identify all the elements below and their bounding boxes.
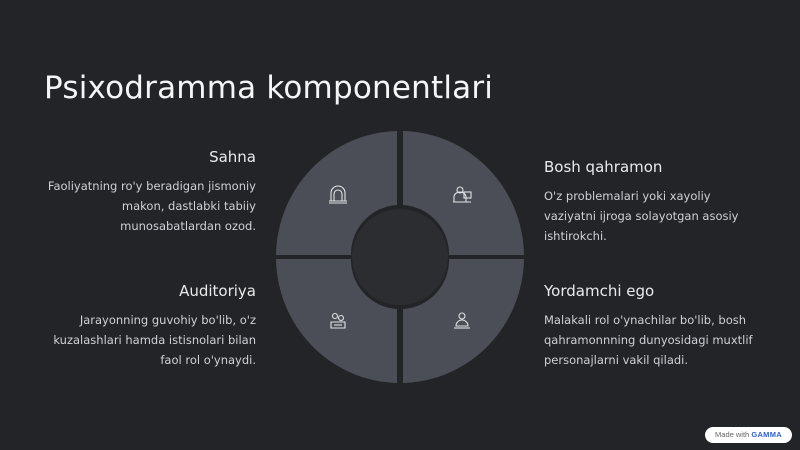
wheel-segment-yordamchi: [403, 259, 524, 383]
sahna-description: Faoliyatning ro'y beradigan jismoniy mak…: [47, 179, 256, 233]
auditoriya-heading: Auditoriya: [179, 282, 256, 300]
wheel-center: [352, 209, 448, 305]
auditoriya-block: Auditoriya Jarayonning guvohiy bo'lib, o…: [36, 282, 256, 370]
wheel-segment-sahna: [276, 131, 397, 255]
page-title: Psixodramma komponentlari: [44, 70, 494, 106]
person-laptop-icon: [453, 186, 472, 203]
helper-icon: [454, 312, 470, 329]
components-wheel-diagram: [276, 131, 524, 383]
stage-icon: [329, 185, 347, 204]
bosh-qahramon-description: O'z problemalari yoki xayoliy vaziyatni …: [544, 189, 739, 243]
badge-prefix: Made with: [715, 430, 752, 439]
auditoriya-description: Jarayonning guvohiy bo'lib, o'z kuzalash…: [53, 313, 256, 367]
wheel-segment-auditoriya: [276, 259, 397, 383]
made-with-gamma-badge[interactable]: Made with GAMMA: [705, 427, 792, 443]
yordamchi-ego-description: Malakali rol o'ynachilar bo'lib, bosh qa…: [544, 313, 753, 367]
sahna-heading: Sahna: [209, 148, 256, 166]
yordamchi-ego-heading: Yordamchi ego: [544, 282, 655, 300]
gamma-brand-label: GAMMA: [751, 430, 782, 439]
yordamchi-ego-block: Yordamchi ego Malakali rol o'ynachilar b…: [544, 282, 764, 370]
bosh-qahramon-heading: Bosh qahramon: [544, 158, 663, 176]
bosh-qahramon-block: Bosh qahramon O'z problemalari yoki xayo…: [544, 158, 764, 246]
sahna-block: Sahna Faoliyatning ro'y beradigan jismon…: [36, 148, 256, 236]
audience-icon: [330, 312, 346, 329]
